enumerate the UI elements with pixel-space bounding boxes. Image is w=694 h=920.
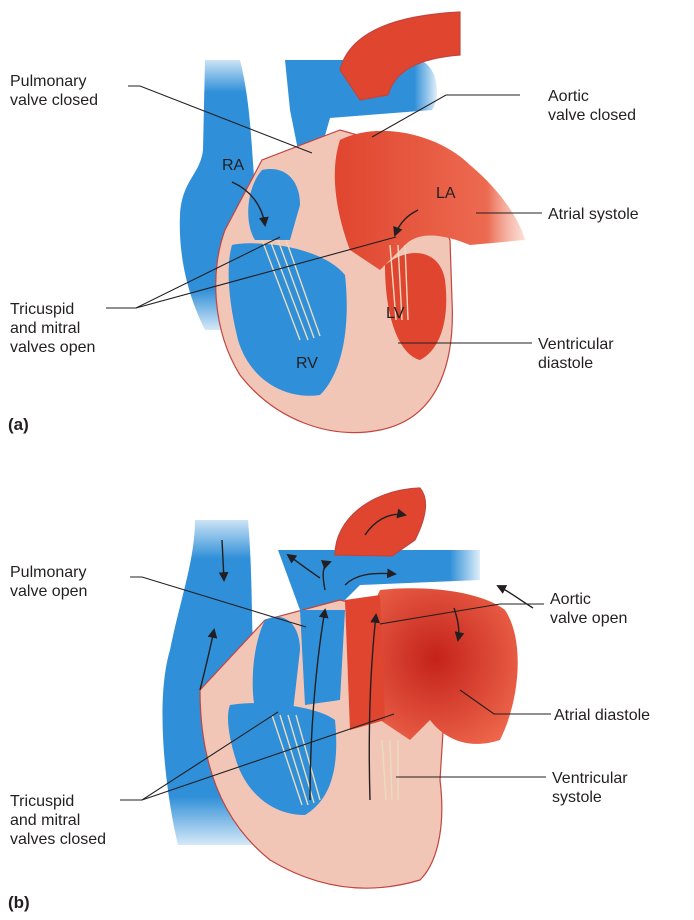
chamber-label-la: LA: [436, 185, 456, 202]
label-pulmonary-valve-a: Pulmonary valve closed: [10, 73, 98, 109]
aorta-arch-b: [335, 488, 425, 556]
label-atrial-state-a: Atrial systole: [548, 206, 639, 223]
label-av-valves-b: Tricuspid and mitral valves closed: [10, 793, 106, 848]
left-atrium-b: [369, 588, 518, 744]
label-pulmonary-valve-b: Pulmonary valve open: [10, 564, 91, 600]
heart-illustration-a: [180, 12, 525, 433]
chamber-label-lv: LV: [386, 305, 405, 322]
label-av-valves-a: Tricuspid and mitral valves open: [10, 301, 95, 356]
heart-illustration-b: [162, 488, 533, 888]
chamber-label-rv: RV: [296, 355, 318, 372]
label-aortic-valve-b: Aortic valve open: [550, 591, 627, 627]
right-atrium-a: [248, 169, 300, 240]
label-atrial-state-b: Atrial diastole: [554, 707, 650, 724]
lv-outflow-b: [345, 595, 385, 730]
label-aortic-valve-a: Aortic valve closed: [548, 88, 636, 124]
label-ventricular-state-a: Ventricular diastole: [538, 336, 618, 372]
label-ventricular-state-b: Ventricular systole: [552, 770, 632, 806]
panel-tag-b: (b): [8, 893, 30, 912]
chamber-label-ra: RA: [222, 157, 245, 174]
panel-tag-a: (a): [8, 415, 29, 434]
